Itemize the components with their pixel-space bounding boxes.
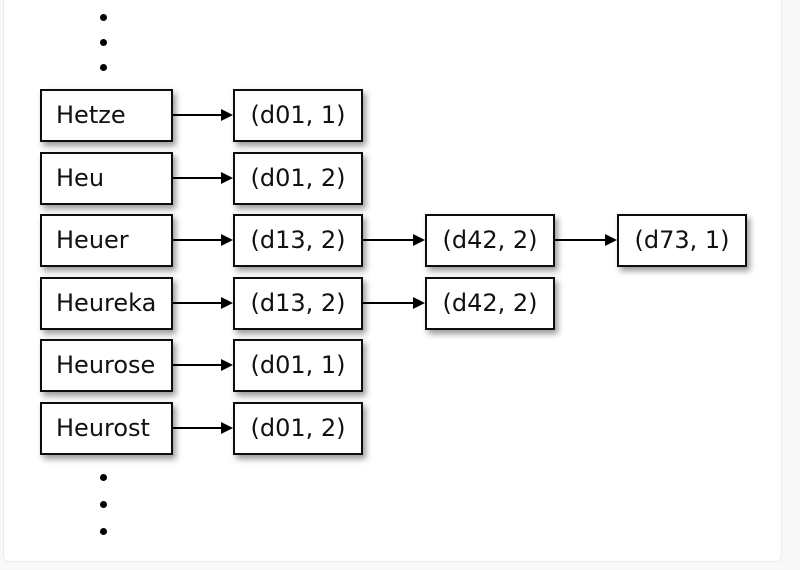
posting-box: (d73, 1) <box>617 214 747 267</box>
posting-label: (d73, 1) <box>634 226 730 254</box>
posting-box: (d01, 1) <box>233 89 363 142</box>
ellipsis-top-dot <box>100 39 107 46</box>
posting-label: (d42, 2) <box>442 289 538 317</box>
arrow-right-icon <box>173 234 233 246</box>
ellipsis-top-dot <box>100 14 107 21</box>
arrow-right-icon <box>173 172 233 184</box>
term-label: Heu <box>56 164 105 192</box>
ellipsis-bottom-dot <box>100 501 107 508</box>
ellipsis-bottom-dot <box>100 528 107 535</box>
posting-label: (d42, 2) <box>442 226 538 254</box>
term-label: Heurose <box>56 351 156 379</box>
arrow-right-icon <box>555 234 617 246</box>
posting-box: (d42, 2) <box>425 277 555 330</box>
arrow-right-icon <box>173 422 233 434</box>
ellipsis-top-dot <box>100 64 107 71</box>
term-label: Heureka <box>56 289 157 317</box>
posting-label: (d01, 1) <box>250 101 346 129</box>
term-label: Heurost <box>56 414 150 442</box>
arrow-right-icon <box>173 297 233 309</box>
posting-box: (d42, 2) <box>425 214 555 267</box>
term-label: Heuer <box>56 226 129 254</box>
posting-label: (d01, 1) <box>250 351 346 379</box>
term-box-hetze: Hetze <box>40 89 173 142</box>
term-box-heu: Heu <box>40 152 173 205</box>
arrow-right-icon <box>173 359 233 371</box>
posting-box: (d01, 2) <box>233 152 363 205</box>
term-label: Hetze <box>56 101 126 129</box>
posting-box: (d01, 2) <box>233 402 363 455</box>
posting-box: (d13, 2) <box>233 277 363 330</box>
term-box-heurose: Heurose <box>40 339 173 392</box>
arrow-right-icon <box>363 297 425 309</box>
term-box-heurost: Heurost <box>40 402 173 455</box>
posting-label: (d01, 2) <box>250 164 346 192</box>
posting-label: (d13, 2) <box>250 289 346 317</box>
ellipsis-bottom-dot <box>100 474 107 481</box>
term-box-heureka: Heureka <box>40 277 173 330</box>
arrow-right-icon <box>363 234 425 246</box>
term-box-heuer: Heuer <box>40 214 173 267</box>
posting-box: (d13, 2) <box>233 214 363 267</box>
arrow-right-icon <box>173 109 233 121</box>
posting-label: (d01, 2) <box>250 414 346 442</box>
posting-label: (d13, 2) <box>250 226 346 254</box>
posting-box: (d01, 1) <box>233 339 363 392</box>
